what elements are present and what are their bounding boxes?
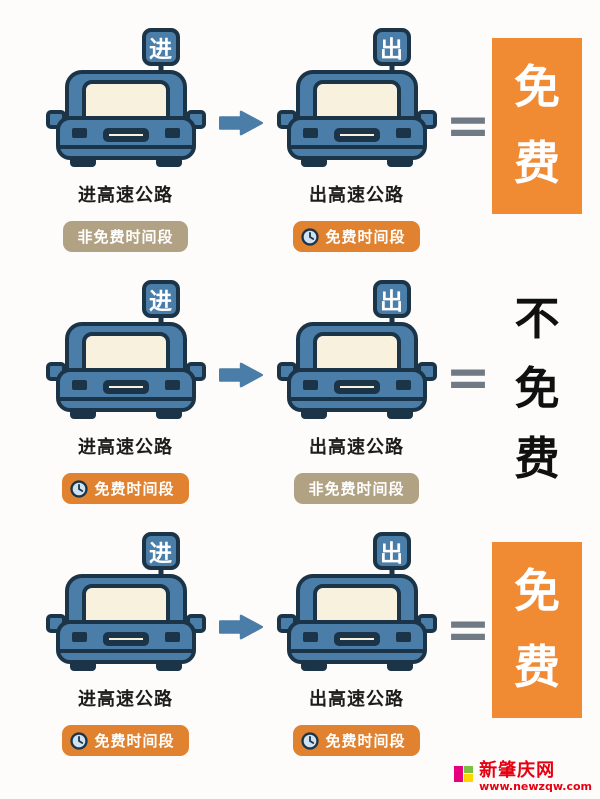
badge-text: 非免费时间段 (308, 480, 405, 498)
badge-text: 免费时间段 (94, 480, 175, 498)
exit-sign-text: 出 (380, 289, 403, 315)
exit-car-group: 出 出高速公路 非免费时间段 (269, 280, 444, 504)
arrow-right-icon (213, 612, 269, 642)
clock-icon (70, 731, 89, 750)
enter-sign: 进 (141, 28, 180, 66)
result-text: 免费 (514, 564, 560, 694)
clock-icon (301, 227, 320, 246)
nonfree-time-badge: 非免费时间段 (294, 473, 419, 504)
watermark: 新肇庆网 www.newzqw.com (453, 761, 592, 793)
exit-sign: 出 (372, 280, 411, 318)
clock-icon (70, 479, 89, 498)
exit-sign: 出 (372, 532, 411, 570)
car-exit-figure: 出 (276, 532, 437, 672)
badge-text: 免费时间段 (325, 228, 406, 246)
free-time-badge: 免费时间段 (293, 725, 420, 756)
enter-sign-text: 进 (149, 541, 172, 567)
car-exit-figure: 出 (276, 280, 437, 420)
enter-sign: 进 (141, 532, 180, 570)
result-free-box: 免费 (492, 542, 582, 718)
toll-rule-row-3: 进 进高速公路 免费时间段 出 出高速公路 免费时间段 (0, 518, 600, 770)
site-url: www.newzqw.com (479, 779, 592, 793)
badge-text: 非免费时间段 (77, 228, 174, 246)
enter-highway-label: 进高速公路 (78, 185, 173, 206)
enter-sign-text: 进 (149, 289, 172, 315)
result-text: 免费 (514, 60, 560, 190)
exit-highway-label: 出高速公路 (309, 689, 404, 710)
enter-car-group: 进 进高速公路 免费时间段 (38, 532, 213, 756)
enter-car-group: 进 进高速公路 非免费时间段 (38, 28, 213, 252)
result-not-free-text: 不免费 (492, 284, 582, 493)
free-time-badge: 免费时间段 (293, 221, 420, 252)
car-icon (45, 322, 206, 420)
result-free-box: 免费 (492, 38, 582, 214)
exit-highway-label: 出高速公路 (309, 185, 404, 206)
watermark-text: 新肇庆网 www.newzqw.com (479, 761, 592, 793)
car-icon (45, 574, 206, 672)
enter-sign: 进 (141, 280, 180, 318)
car-enter-figure: 进 (45, 280, 206, 420)
nonfree-time-badge: 非免费时间段 (63, 221, 188, 252)
enter-car-group: 进 进高速公路 免费时间段 (38, 280, 213, 504)
car-enter-figure: 进 (45, 532, 206, 672)
arrow-right-icon (213, 108, 269, 138)
enter-highway-label: 进高速公路 (78, 437, 173, 458)
equals-sign: = (445, 345, 491, 409)
equals-sign: = (445, 597, 491, 661)
exit-car-group: 出 出高速公路 免费时间段 (269, 28, 444, 252)
newzqw-logo-icon (454, 766, 474, 783)
car-enter-figure: 进 (45, 28, 206, 168)
result-text: 不免费 (514, 292, 560, 485)
enter-sign-text: 进 (149, 37, 172, 63)
car-icon (45, 70, 206, 168)
exit-car-group: 出 出高速公路 免费时间段 (269, 532, 444, 756)
exit-sign: 出 (372, 28, 411, 66)
equals-sign: = (445, 93, 491, 157)
enter-highway-label: 进高速公路 (78, 689, 173, 710)
exit-sign-text: 出 (380, 541, 403, 567)
car-icon (276, 70, 437, 168)
free-time-badge: 免费时间段 (62, 725, 189, 756)
exit-sign-text: 出 (380, 37, 403, 63)
site-name: 新肇庆网 (479, 760, 556, 782)
toll-rule-row-1: 进 进高速公路 非免费时间段 出 出高速公路 免费时间段 (0, 14, 600, 266)
badge-text: 免费时间段 (94, 732, 175, 750)
car-exit-figure: 出 (276, 28, 437, 168)
toll-rule-row-2: 进 进高速公路 免费时间段 出 出高速公路 非免费时间段 (0, 266, 600, 518)
car-icon (276, 574, 437, 672)
arrow-right-icon (213, 360, 269, 390)
exit-highway-label: 出高速公路 (309, 437, 404, 458)
clock-icon (301, 731, 320, 750)
badge-text: 免费时间段 (325, 732, 406, 750)
car-icon (276, 322, 437, 420)
free-time-badge: 免费时间段 (62, 473, 189, 504)
